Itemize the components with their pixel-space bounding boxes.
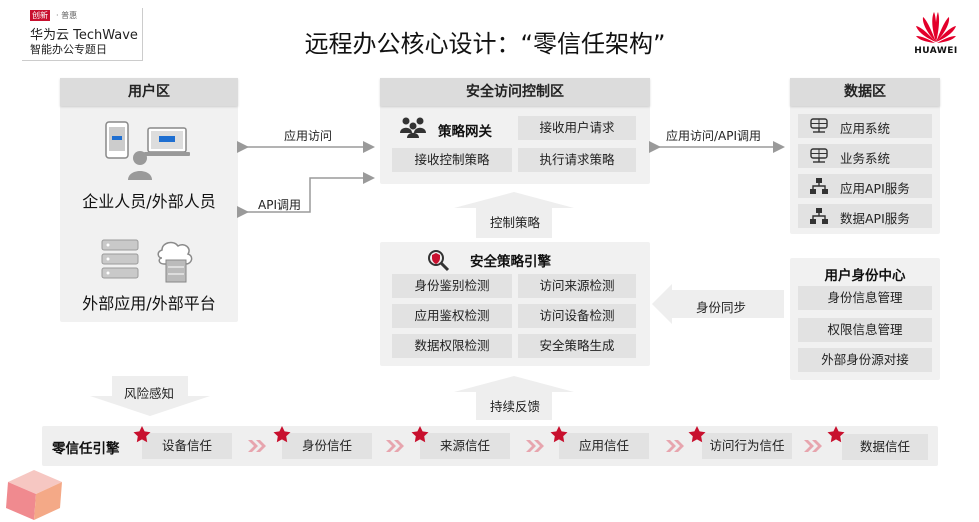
devices-user-icon — [105, 121, 190, 180]
risk-sense-arrow — [90, 376, 210, 416]
huawei-logo: HUAWEI — [912, 10, 960, 58]
network-globe-icon — [810, 148, 828, 163]
engine-cell-device-check: 访问设备检测 — [518, 304, 636, 328]
identity-item-info: 身份信息管理 — [798, 286, 932, 310]
team-gateway-icon — [400, 117, 426, 138]
trust-item-data: 数据信任 — [842, 434, 928, 460]
identity-sync-label: 身份同步 — [696, 300, 747, 315]
continuous-feedback-label: 持续反馈 — [490, 399, 541, 414]
trust-item-access-behavior: 访问行为信任 — [702, 433, 792, 459]
data-zone-panel: 数据区 应用系统 业务系统 应用API服务 数据API服务 — [790, 78, 940, 234]
engine-cell-source-check: 访问来源检测 — [518, 274, 636, 298]
identity-item-permission: 权限信息管理 — [798, 318, 932, 342]
user-zone-header: 用户区 — [60, 78, 238, 106]
zero-trust-label: 零信任引擎 — [52, 441, 120, 457]
engine-cell-policy-generate: 安全策略生成 — [518, 334, 636, 358]
app-access-label: 应用访问 — [284, 129, 333, 143]
event-logo: 创新 · 普惠 华为云 TechWave 智能办公专题日 — [22, 8, 143, 61]
huawei-petals-icon — [916, 12, 956, 43]
identity-center-panel: 用户身份中心 身份信息管理 权限信息管理 外部身份源对接 — [790, 258, 940, 380]
access-control-panel: 安全访问控制区 策略网关 接收用户请求 接收控制策略 执行请求策略 — [380, 78, 650, 184]
control-policy-arrow — [454, 192, 574, 238]
page-title: 远程办公核心设计：“零信任架构” — [304, 30, 666, 58]
user-zone-panel: 用户区 企业人员/外部人员 外部应用/外部平台 — [60, 78, 238, 322]
policy-engine-panel: 安全策略引擎 身份鉴别检测 访问来源检测 应用鉴权检测 访问设备检测 数据权限检… — [380, 242, 650, 366]
logo-event-name: 华为云 TechWave — [30, 28, 138, 43]
logo-tagline: · 普惠 — [56, 11, 78, 20]
access-control-header: 安全访问控制区 — [380, 78, 650, 106]
engine-cell-app-auth: 应用鉴权检测 — [392, 304, 512, 328]
trust-item-device: 设备信任 — [142, 433, 232, 459]
identity-item-external: 外部身份源对接 — [798, 348, 932, 372]
api-call-label: API调用 — [258, 198, 301, 212]
servers-cloud-icon — [101, 239, 193, 283]
continuous-feedback-arrow — [454, 376, 574, 420]
data-item-label: 应用系统 — [840, 121, 891, 136]
trust-item-application: 应用信任 — [559, 433, 649, 459]
engine-cell-identity-auth: 身份鉴别检测 — [392, 274, 512, 298]
identity-sync-arrow — [652, 284, 784, 324]
data-item-label: 业务系统 — [840, 151, 891, 166]
logo-badge: 创新 — [30, 10, 50, 21]
zero-trust-bar: 零信任引擎 设备信任 身份信任 来源信任 应用信任 访问行为信任 数据信任 — [42, 426, 938, 466]
trust-item-identity: 身份信任 — [282, 433, 372, 459]
engine-cell-data-permission: 数据权限检测 — [392, 334, 512, 358]
risk-sense-label: 风险感知 — [124, 386, 175, 401]
huawei-wordmark: HUAWEI — [914, 46, 958, 56]
gateway-cell-execute-policy: 执行请求策略 — [518, 148, 636, 172]
data-item-business-system — [798, 144, 932, 168]
trust-item-source: 来源信任 — [420, 433, 510, 459]
policy-engine-title: 安全策略引擎 — [470, 254, 551, 270]
user-group-apps: 外部应用/外部平台 — [82, 294, 216, 313]
gateway-cell-receive-request: 接收用户请求 — [518, 116, 636, 140]
hierarchy-icon — [810, 178, 828, 194]
hierarchy-icon — [810, 208, 828, 224]
data-item-label: 应用API服务 — [840, 181, 910, 196]
policy-gateway-label: 策略网关 — [438, 124, 492, 140]
data-item-label: 数据API服务 — [840, 211, 910, 226]
data-item-app-system — [798, 114, 932, 138]
search-shield-icon — [428, 250, 450, 272]
decorative-cube-icon — [6, 470, 62, 520]
user-group-people: 企业人员/外部人员 — [82, 192, 216, 211]
logo-event-subtitle: 智能办公专题日 — [30, 43, 107, 56]
control-policy-label: 控制策略 — [490, 215, 541, 230]
app-api-access-label: 应用访问/API调用 — [666, 129, 762, 143]
gateway-cell-receive-policy: 接收控制策略 — [392, 148, 512, 172]
data-zone-header: 数据区 — [790, 78, 940, 106]
network-globe-icon — [810, 118, 828, 133]
identity-center-header: 用户身份中心 — [824, 268, 906, 284]
